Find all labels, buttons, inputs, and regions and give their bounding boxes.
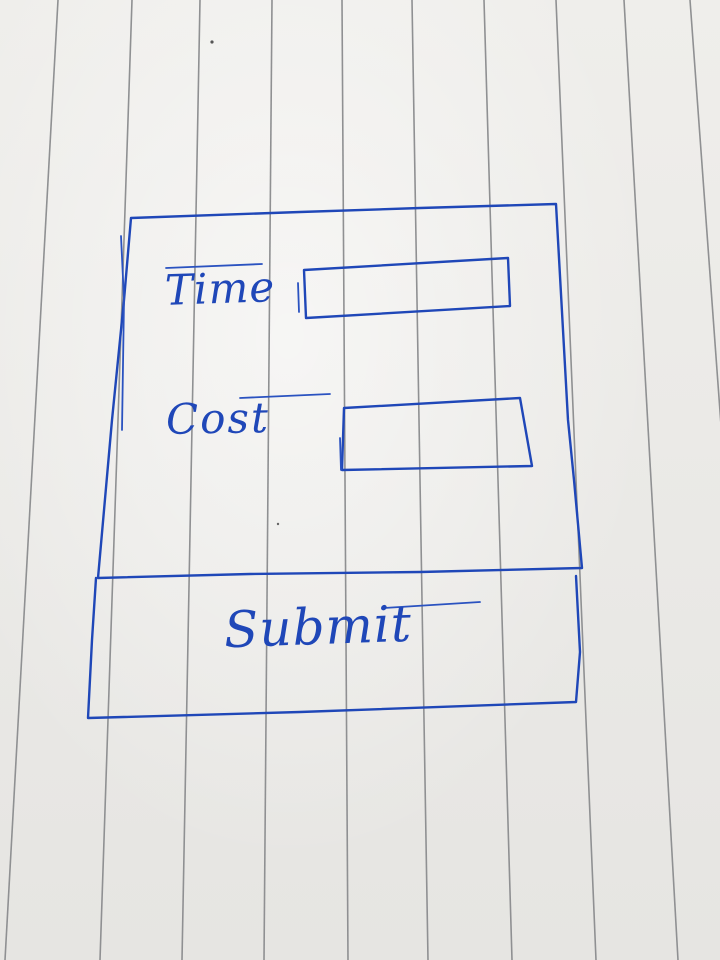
submit-button[interactable]	[88, 576, 580, 714]
time-field-tick	[297, 282, 300, 313]
cost-field-tick	[339, 437, 342, 471]
cost-field-outline	[340, 396, 534, 472]
time-input[interactable]	[306, 260, 508, 316]
submit-area-outline	[86, 574, 582, 720]
cost-label-overline	[239, 393, 331, 399]
form-panel-outline	[96, 202, 584, 580]
submit-label-overline	[383, 601, 481, 609]
time-label: Time	[164, 262, 276, 315]
cost-label: Cost	[165, 393, 271, 444]
cost-input[interactable]	[344, 402, 528, 468]
time-label-overline	[165, 263, 263, 269]
panel-left-stroke	[120, 235, 125, 431]
